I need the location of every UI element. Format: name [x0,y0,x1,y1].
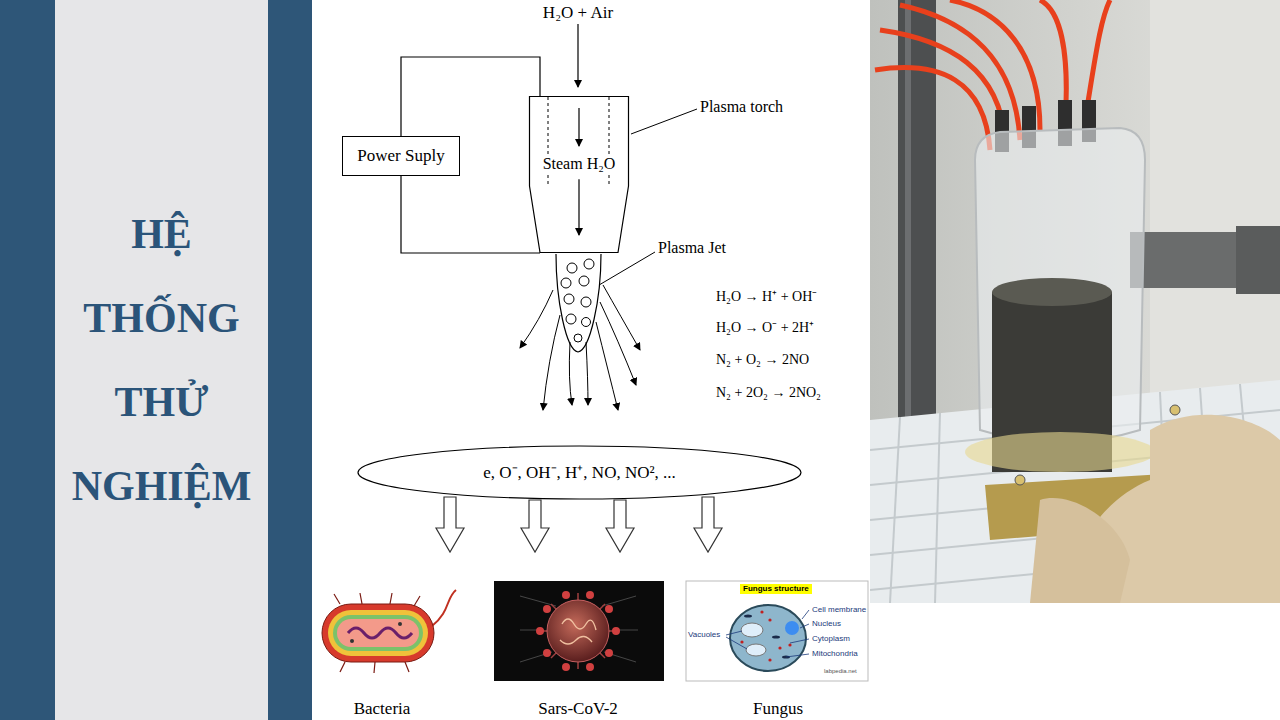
species-ellipse: e, O⁻, OH⁻, H⁺, NO, NO², ... [357,445,802,500]
equation: H₂O → O⁻ + 2H⁺ [716,320,814,337]
picture-heading: Fungus structure [740,584,812,594]
slide-title: HỆ THỐNG THỬ NGHIỆM [59,192,264,528]
node-text: e, O⁻, OH⁻, H⁺, NO, NO², ... [483,462,676,482]
virus-picture [494,581,664,681]
plasma-torch: Steam H₂O [529,96,629,253]
inlet-arrow [577,24,578,87]
part-name: Mitochondria [812,649,858,659]
node-text-stack: Steam H₂O [541,154,618,173]
leader-line [594,252,655,288]
wire [401,176,540,253]
fungus-picture [686,581,868,681]
equation: N₂ + 2O₂ → 2NO₂ [716,385,821,402]
caption: Sars-CoV-2 [538,699,618,719]
rig-photo [870,0,1280,603]
wire [401,57,540,136]
power-supply-box: Power Suply [342,136,460,176]
left-band [0,0,55,720]
part-name: Nucleus [812,619,841,629]
bacteria-picture [322,590,456,673]
equation: N₂ + O₂ → 2NO [716,352,809,369]
part-name: Plasma torch [700,97,783,116]
node-text-stack: Power Suply [357,146,444,166]
part-name: Plasma Jet [658,238,726,257]
caption: Bacteria [354,699,411,719]
equation: H₂O → H⁺ + OH⁻ [716,289,817,306]
node-text: Steam H₂O [541,154,618,173]
title-box: HỆ THỐNG THỬ NGHIỆM [55,0,268,720]
hollow-arrows [436,497,722,552]
caption: Fungus [753,699,803,719]
part-name: Cell membrane [812,605,866,615]
node-text-stack: e, O⁻, OH⁻, H⁺, NO, NO², ... [483,462,676,482]
watermark: labpedia.net [824,668,857,675]
divider-band [268,0,312,720]
node-text: Power Suply [357,146,444,166]
node-outline [529,96,629,253]
spray-arrows [520,285,640,410]
title-panel [55,0,268,720]
leader-line [631,109,697,134]
inlet-label: H₂O + Air [543,3,613,23]
part-name: Vacuoles [688,630,720,640]
plasma-jet [556,254,601,352]
part-name: Cytoplasm [812,634,850,644]
